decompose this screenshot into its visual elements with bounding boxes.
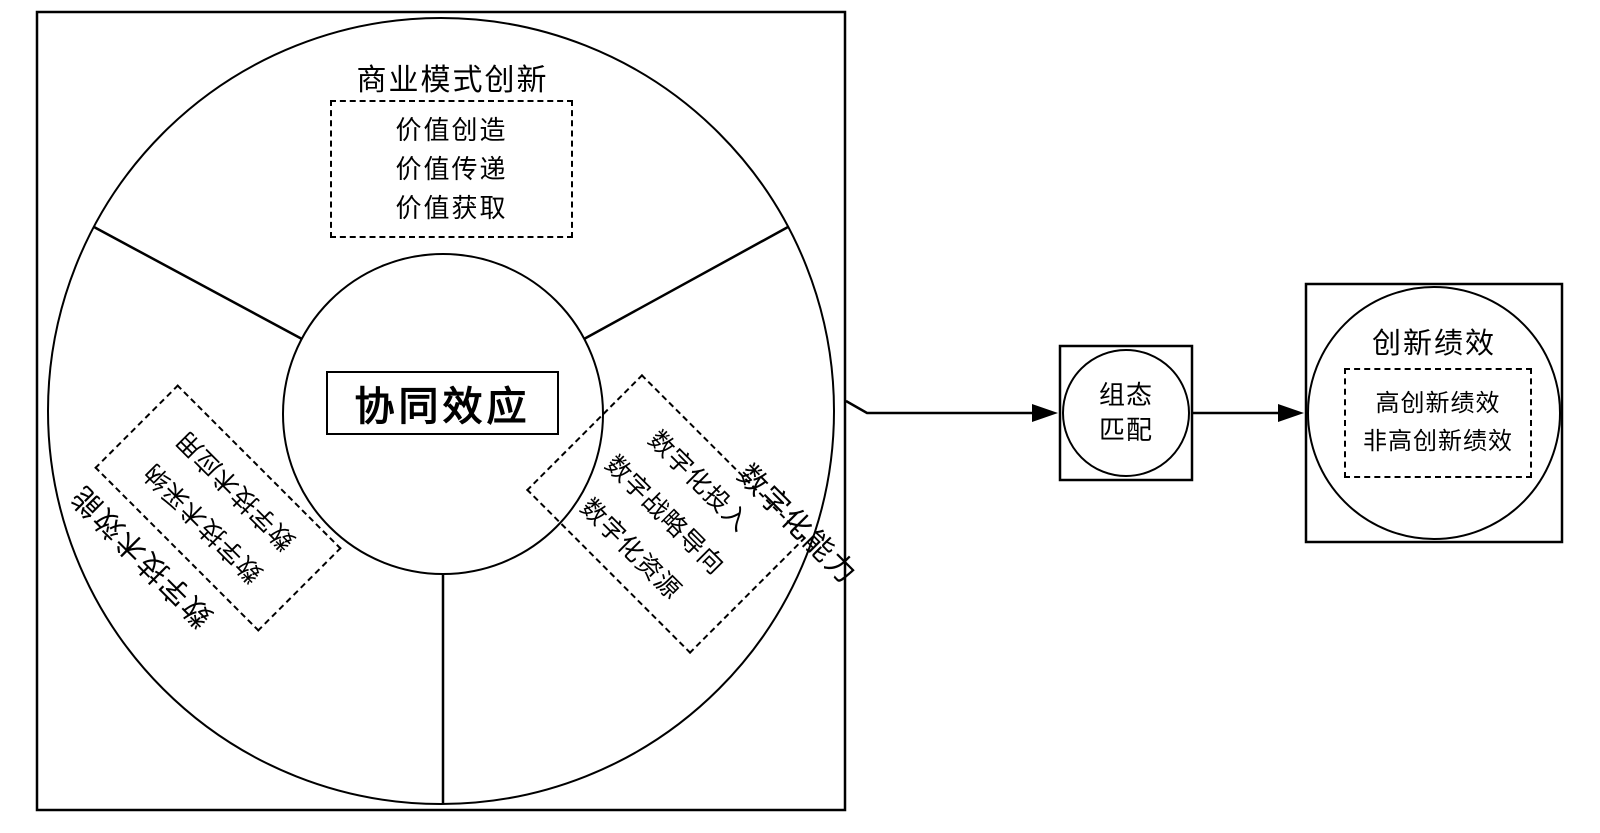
outcome-circle [1307, 286, 1561, 540]
outcome-item-non-high-performance: 非高创新绩效 [1363, 428, 1513, 455]
configuration-match-line-2: 匹配 [1098, 415, 1153, 445]
flow-arrow-1-line [845, 399, 1034, 415]
ring-outer-circle [47, 17, 835, 805]
outcome-items-box: 高创新绩效 非高创新绩效 [1344, 368, 1532, 478]
outcome-frame-box [1304, 282, 1564, 544]
configuration-match-node: 组态 匹配 [1060, 346, 1192, 480]
synergy-effect-label: 协同效应 [354, 385, 531, 429]
synergy-effect-box: 协同效应 [326, 371, 559, 435]
configuration-match-line-1: 组态 [1098, 380, 1153, 410]
match-circle [1062, 349, 1190, 477]
match-frame-box [1058, 344, 1194, 482]
business-model-item-value-delivery: 价值传递 [395, 153, 508, 184]
flow-arrow-1-head-icon [1032, 404, 1058, 422]
business-model-item-value-creation: 价值创造 [395, 114, 508, 145]
sector-divider-upper-left [93, 225, 303, 341]
business-model-item-value-capture: 价值获取 [395, 192, 508, 223]
business-model-items-box: 价值创造 价值传递 价值获取 [330, 100, 573, 238]
sector-label-business-model-innovation: 商业模式创新 [356, 64, 549, 97]
sector-divider-upper-right [583, 225, 789, 341]
main-frame-box [35, 10, 847, 812]
outcome-item-high-performance: 高创新绩效 [1375, 390, 1501, 417]
outcome-title-innovation-performance: 创新绩效 [1371, 328, 1496, 360]
flow-arrow-2-head-icon [1278, 404, 1304, 422]
